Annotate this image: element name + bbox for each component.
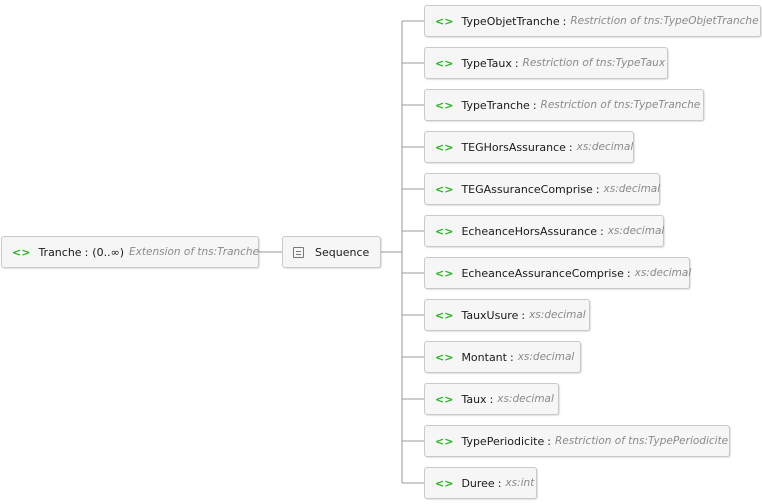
element-type: Restriction of tns:TypeObjetTranche: [570, 15, 759, 27]
child-element-node[interactable]: <> TauxUsure:xs:decimal: [424, 299, 590, 331]
child-element-node[interactable]: <> EcheanceAssuranceComprise:xs:decimal: [424, 257, 692, 289]
element-type: xs:decimal: [517, 351, 575, 363]
child-element-node[interactable]: <> Duree:xs:int: [424, 467, 537, 499]
element-name: TEGHorsAssurance: [461, 140, 566, 154]
element-icon: <>: [435, 140, 454, 154]
element-icon: <>: [435, 182, 454, 196]
separator-colon: :: [568, 140, 573, 154]
separator-colon: :: [489, 392, 494, 406]
element-name: Tranche: [38, 245, 82, 259]
child-element-node[interactable]: <> TypeTaux:Restriction of tns:TypeTaux: [424, 47, 668, 79]
child-element-node[interactable]: <> TypePeriodicite:Restriction of tns:Typ…: [424, 425, 730, 457]
element-icon: <>: [435, 224, 454, 238]
cardinality: (0..∞): [92, 245, 125, 259]
separator-colon: :: [595, 182, 600, 196]
element-type: xs:decimal: [497, 393, 554, 405]
element-icon: <>: [435, 266, 454, 280]
element-name: Taux: [461, 392, 487, 406]
separator-colon: :: [599, 224, 604, 238]
element-name: TypeTranche: [461, 98, 530, 112]
element-icon: <>: [435, 392, 454, 406]
child-element-node[interactable]: <> TEGAssuranceComprise:xs:decimal: [424, 173, 660, 205]
element-name: TypeTaux: [461, 56, 512, 70]
element-icon: <>: [435, 476, 454, 490]
element-icon: <>: [435, 56, 454, 70]
element-type: xs:decimal: [634, 267, 692, 279]
separator-colon: :: [84, 245, 89, 259]
element-type: Restriction of tns:TypePeriodicite: [554, 435, 729, 447]
element-icon: <>: [435, 434, 454, 448]
separator-colon: :: [497, 476, 502, 490]
separator-colon: :: [562, 14, 567, 28]
child-element-node[interactable]: <> EcheanceHorsAssurance:xs:decimal: [424, 215, 664, 247]
sequence-node[interactable]: Sequence: [282, 236, 381, 268]
separator-colon: :: [547, 434, 551, 448]
child-element-node[interactable]: <> Taux:xs:decimal: [424, 383, 559, 415]
element-icon: <>: [435, 350, 454, 364]
child-element-node[interactable]: <> TEGHorsAssurance:xs:decimal: [424, 131, 634, 163]
element-name: Duree: [461, 476, 495, 490]
element-type: Restriction of tns:TypeTranche: [540, 99, 701, 111]
element-icon: <>: [435, 14, 454, 28]
element-type: xs:int: [505, 477, 535, 489]
element-type: Restriction of tns:TypeTaux: [522, 57, 666, 69]
element-type: xs:decimal: [576, 141, 634, 153]
child-element-node[interactable]: <> Montant:xs:decimal: [424, 341, 581, 373]
separator-colon: :: [509, 350, 514, 364]
child-element-node[interactable]: <> TypeObjetTranche:Restriction of tns:Ty…: [424, 5, 761, 37]
element-name: TypePeriodicite: [461, 434, 545, 448]
element-type: Extension of tns:Tranche: [129, 246, 260, 258]
element-icon: <>: [435, 308, 454, 322]
element-name: TauxUsure: [461, 308, 519, 322]
element-name: EcheanceHorsAssurance: [461, 224, 597, 238]
element-type: xs:decimal: [607, 225, 665, 237]
child-element-node[interactable]: <> TypeTranche:Restriction of tns:TypeTra…: [424, 89, 704, 121]
separator-colon: :: [521, 308, 526, 322]
element-type: xs:decimal: [603, 183, 661, 195]
separator-colon: :: [532, 98, 537, 112]
sequence-label: Sequence: [315, 245, 370, 259]
element-icon: <>: [12, 245, 31, 259]
element-type: xs:decimal: [529, 309, 586, 321]
element-name: TEGAssuranceComprise: [461, 182, 593, 196]
element-name: Montant: [461, 350, 507, 364]
element-icon: <>: [435, 98, 454, 112]
root-element-node[interactable]: <> Tranche : (0..∞) Extension of tns:Tra…: [1, 236, 259, 268]
sequence-icon: [293, 246, 304, 258]
element-name: TypeObjetTranche: [461, 14, 560, 28]
element-name: EcheanceAssuranceComprise: [461, 266, 624, 280]
separator-colon: :: [626, 266, 631, 280]
separator-colon: :: [514, 56, 519, 70]
